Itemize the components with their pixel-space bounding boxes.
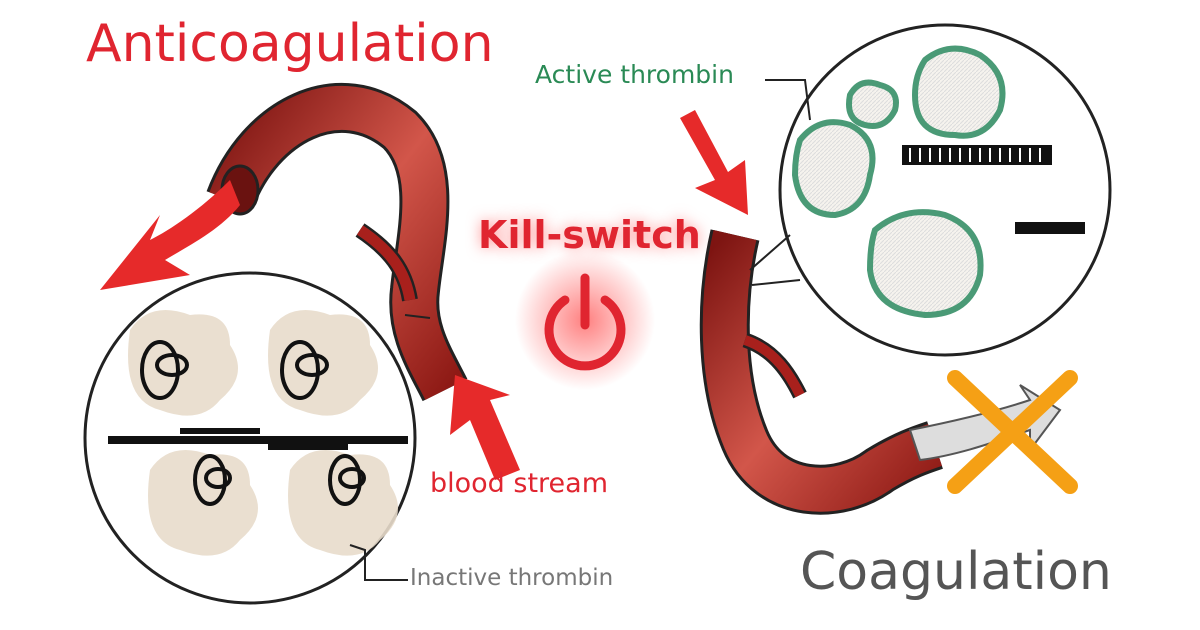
blood-vessel-icon-right [699, 229, 943, 515]
arrow-icon-blood-stream [450, 375, 520, 480]
anticoagulation-title: Anticoagulation [86, 14, 494, 74]
active-thrombin-label: Active thrombin [535, 60, 734, 89]
arrow-icon-blocked [908, 384, 1062, 462]
inactive-thrombin-inset [83, 271, 431, 605]
cross-icon [947, 370, 1078, 494]
active-thrombin-inset [749, 23, 1112, 357]
arrow-icon-inflow [680, 110, 748, 215]
coagulation-title: Coagulation [800, 542, 1112, 602]
arrow-icon-outflow [100, 180, 240, 290]
kill-switch-label: Kill-switch [478, 213, 701, 257]
blood-stream-label: blood stream [430, 468, 609, 499]
inactive-thrombin-label: Inactive thrombin [410, 565, 614, 591]
power-icon [515, 250, 655, 390]
